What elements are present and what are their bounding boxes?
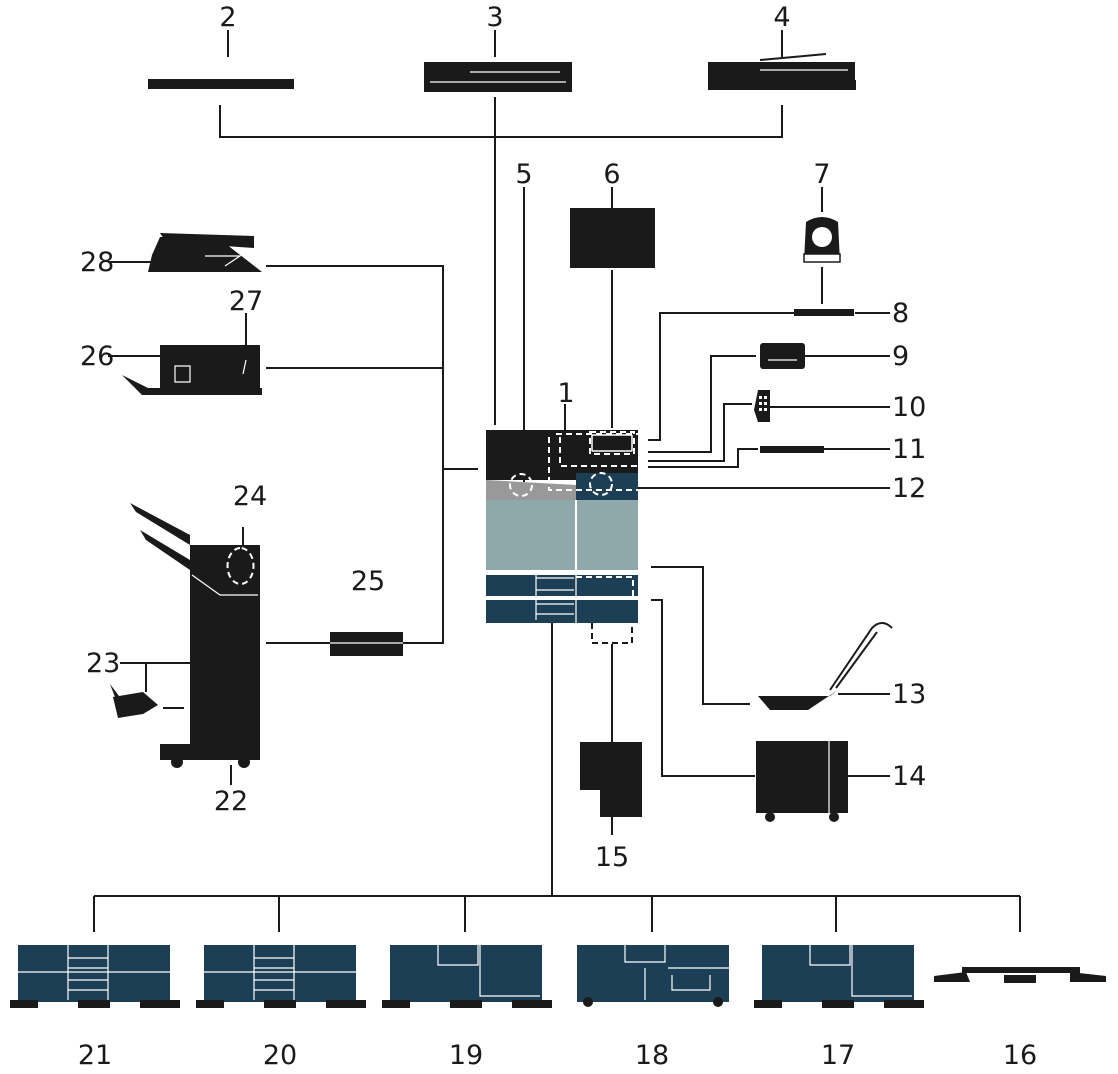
document-feeder-4 xyxy=(708,54,856,90)
label-27: 27 xyxy=(229,286,263,317)
card-reader-9 xyxy=(760,343,805,369)
mount-kit-8 xyxy=(794,309,854,316)
label-25: 25 xyxy=(351,566,385,597)
option-kit-15 xyxy=(580,742,642,817)
label-15: 15 xyxy=(595,842,629,873)
label-28: 28 xyxy=(80,247,114,278)
label-13: 13 xyxy=(892,679,926,710)
paper-tray-13 xyxy=(758,623,892,710)
paper-feed-cabinet-21 xyxy=(10,945,180,1008)
label-18: 18 xyxy=(635,1040,669,1071)
label-10: 10 xyxy=(892,392,926,423)
label-9: 9 xyxy=(892,341,909,372)
label-7: 7 xyxy=(813,159,830,190)
paper-feed-cabinet-17 xyxy=(754,945,924,1008)
label-23: 23 xyxy=(86,648,120,679)
label-6: 6 xyxy=(603,159,620,190)
finisher-22 xyxy=(130,503,260,768)
label-3: 3 xyxy=(486,2,503,33)
label-21: 21 xyxy=(78,1040,112,1071)
label-17: 17 xyxy=(821,1040,855,1071)
finisher-26 xyxy=(122,345,262,395)
working-table-11 xyxy=(760,446,824,453)
authentication-unit-7 xyxy=(804,217,840,262)
label-14: 14 xyxy=(892,761,926,792)
document-feeder-3 xyxy=(424,62,572,92)
label-20: 20 xyxy=(263,1040,297,1071)
keypad-10 xyxy=(754,390,770,422)
label-5: 5 xyxy=(515,159,532,190)
label-1: 1 xyxy=(557,378,574,409)
label-16: 16 xyxy=(1003,1040,1037,1071)
label-26: 26 xyxy=(80,341,114,372)
original-cover-2 xyxy=(148,79,294,89)
paper-feed-cabinet-18 xyxy=(577,945,730,1007)
label-24: 24 xyxy=(233,481,267,512)
label-8: 8 xyxy=(892,298,909,329)
label-22: 22 xyxy=(214,786,248,817)
relay-unit-25 xyxy=(330,632,403,656)
paper-feed-cabinet-19 xyxy=(382,945,552,1008)
label-4: 4 xyxy=(773,2,790,33)
large-capacity-unit-14 xyxy=(756,741,848,822)
label-19: 19 xyxy=(449,1040,483,1071)
main-unit-1 xyxy=(486,430,638,643)
desk-16 xyxy=(934,967,1106,983)
fax-kit-6 xyxy=(570,208,655,268)
label-12: 12 xyxy=(892,473,926,504)
label-2: 2 xyxy=(219,2,236,33)
paper-feed-cabinet-20 xyxy=(196,945,366,1008)
job-separator-28 xyxy=(148,233,262,272)
booklet-tray-23 xyxy=(110,684,158,718)
label-11: 11 xyxy=(892,434,926,465)
